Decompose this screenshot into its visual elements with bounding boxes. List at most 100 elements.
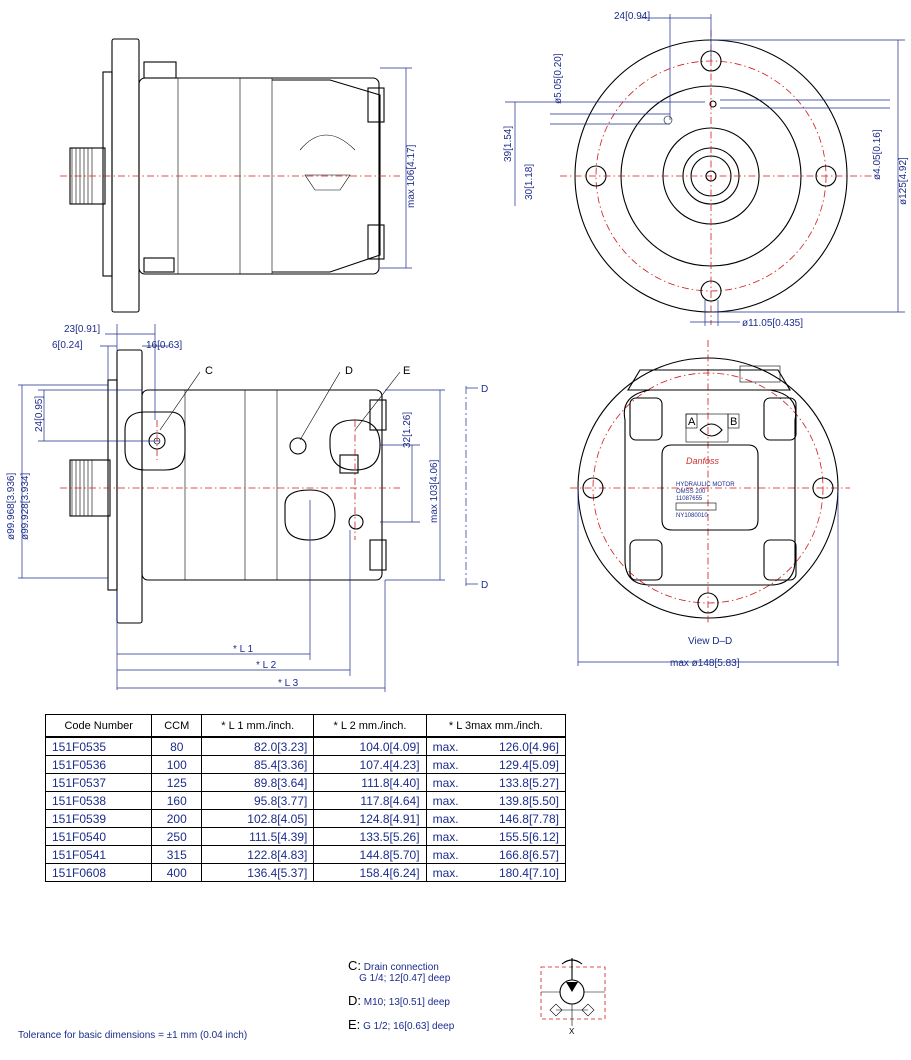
symbol-x-label: X (569, 1027, 575, 1036)
cell-code: 151F0608 (44, 863, 153, 882)
dim-l1: * L 1 (233, 644, 254, 655)
dim-11-05: ø11.05[0.435] (742, 318, 803, 329)
table-row: 151F0608 400 136.4[5.37] 158.4[6.24] 180… (44, 863, 567, 882)
dim-6: 6[0.24] (52, 340, 83, 351)
cell-ccm: 250 (151, 827, 203, 846)
port-a-label: A (688, 416, 696, 428)
cell-code: 151F0535 (44, 736, 153, 756)
cell-l2: 133.5[5.26] (313, 827, 427, 846)
dim-4-05: ø4.05[0.16] (872, 129, 883, 180)
cell-l3-prefix: max. (432, 739, 459, 754)
header-l3: * L 3max mm./inch. (425, 714, 567, 738)
cell-ccm: 200 (151, 809, 203, 828)
hydraulic-symbol: X (540, 958, 606, 1036)
dim-l3: * L 3 (278, 678, 299, 689)
dim-l2: * L 2 (256, 660, 277, 671)
dim-5-05: ø5.05[0.20] (553, 53, 564, 104)
table-row: 151F0541 315 122.8[4.83] 144.8[5.70] 166… (44, 845, 567, 864)
cell-ccm: 100 (151, 755, 203, 774)
rear-view: A B Danfoss HYDRAULIC MOTOR OMSS 200 110… (570, 340, 850, 669)
dim-24-side: 24[0.95] (34, 396, 45, 432)
header-l2: * L 2 mm./inch. (313, 714, 427, 738)
cell-l3: 139.8[5.50] max. (425, 791, 567, 810)
note-c-line1: Drain connection (363, 962, 439, 973)
spec-table: Code Number CCM * L 1 mm./inch. * L 2 mm… (44, 714, 567, 882)
dim-30: 30[1.18] (524, 164, 535, 200)
note-c: C: Drain connection G 1/4; 12[0.47] deep (348, 958, 454, 984)
table-row: 151F0540 250 111.5[4.39] 133.5[5.26] 155… (44, 827, 567, 846)
cell-l3-value: 146.8[7.78] (498, 811, 559, 826)
cell-l3: 155.5[6.12] max. (425, 827, 567, 846)
cell-l1: 136.4[5.37] (201, 863, 315, 882)
tolerance-note: Tolerance for basic dimensions = ±1 mm (… (18, 1030, 248, 1041)
cell-ccm: 400 (151, 863, 203, 882)
cell-l3: 126.0[4.96] max. (425, 736, 567, 756)
cell-l3-value: 180.4[7.10] (498, 865, 559, 880)
cell-l3: 180.4[7.10] max. (425, 863, 567, 882)
plate-line-2: OMSS 200 (676, 489, 706, 495)
cell-l3-value: 139.8[5.50] (498, 793, 559, 808)
table-row: 151F0536 100 85.4[3.36] 107.4[4.23] 129.… (44, 755, 567, 774)
cell-ccm: 315 (151, 845, 203, 864)
dim-length-106: max 106[4.17] (406, 144, 417, 208)
cell-l3-prefix: max. (432, 847, 459, 862)
note-d-key: D: (348, 993, 361, 1008)
section-mark-bottom: D (481, 580, 488, 591)
cell-l1: 122.8[4.83] (201, 845, 315, 864)
cell-code: 151F0536 (44, 755, 153, 774)
plate-brand: Danfoss (686, 456, 720, 466)
cell-l2: 144.8[5.70] (313, 845, 427, 864)
cell-l3-value: 166.8[6.57] (498, 847, 559, 862)
cell-code: 151F0538 (44, 791, 153, 810)
dim-16: 16[0.63] (146, 340, 182, 351)
cell-code: 151F0539 (44, 809, 153, 828)
cell-l1: 111.5[4.39] (201, 827, 315, 846)
cell-l1: 85.4[3.36] (201, 755, 315, 774)
plate-line-3: 11087655 (676, 496, 703, 502)
cell-code: 151F0540 (44, 827, 153, 846)
cell-l1: 82.0[3.23] (201, 736, 315, 756)
dim-103: max 103[4.06] (429, 459, 440, 523)
cell-l1: 95.8[3.77] (201, 791, 315, 810)
cell-l3-value: 133.8[5.27] (498, 775, 559, 790)
note-e-key: E: (348, 1017, 361, 1032)
plate-line-4: NY1080010 (676, 513, 708, 519)
table-row: 151F0535 80 82.0[3.23] 104.0[4.09] 126.0… (44, 736, 567, 756)
cell-l3-prefix: max. (432, 757, 459, 772)
cell-l3: 133.8[5.27] max. (425, 773, 567, 792)
cell-ccm: 80 (151, 736, 203, 756)
note-c-key: C: (348, 958, 361, 973)
cell-l3-value: 126.0[4.96] (498, 739, 559, 754)
dim-148: max ø148[5.83] (670, 658, 740, 669)
dim-39: 39[1.54] (503, 126, 514, 162)
header-l1: * L 1 mm./inch. (201, 714, 315, 738)
header-ccm: CCM (151, 714, 203, 738)
dim-32: 32[1.26] (402, 412, 413, 448)
cell-l3: 129.4[5.09] max. (425, 755, 567, 774)
cell-l3-prefix: max. (432, 811, 459, 826)
dim-pilot-a: ø99.968[3.936] (6, 473, 17, 540)
side-view-ports: C D E 23[0.91] 6[0.24] 16[0.63] 24[0.95]… (6, 324, 488, 692)
cell-l3-prefix: max. (432, 775, 459, 790)
cell-l3: 166.8[6.57] max. (425, 845, 567, 864)
note-d-line: M10; 13[0.51] deep (363, 997, 450, 1008)
port-b-label: B (730, 416, 737, 428)
port-notes: C: Drain connection G 1/4; 12[0.47] deep… (348, 958, 454, 1041)
cell-l1: 102.8[4.05] (201, 809, 315, 828)
table-header-row: Code Number CCM * L 1 mm./inch. * L 2 mm… (44, 714, 567, 738)
port-d-label: D (345, 365, 353, 377)
cell-ccm: 125 (151, 773, 203, 792)
table-row: 151F0537 125 89.8[3.64] 111.8[4.40] 133.… (44, 773, 567, 792)
cell-l3-prefix: max. (432, 865, 459, 880)
cell-l3-prefix: max. (432, 793, 459, 808)
cell-l2: 111.8[4.40] (313, 773, 427, 792)
cell-l1: 89.8[3.64] (201, 773, 315, 792)
cell-l3-value: 155.5[6.12] (498, 829, 559, 844)
plate-line-1: HYDRAULIC MOTOR (676, 482, 735, 488)
cell-code: 151F0537 (44, 773, 153, 792)
cell-l3-value: 129.4[5.09] (498, 757, 559, 772)
cell-l3-prefix: max. (432, 829, 459, 844)
front-view: 24[0.94] ø5.05[0.20] 39[1.54] 30[1.18] ø… (503, 11, 909, 329)
table-row: 151F0539 200 102.8[4.05] 124.8[4.91] 146… (44, 809, 567, 828)
